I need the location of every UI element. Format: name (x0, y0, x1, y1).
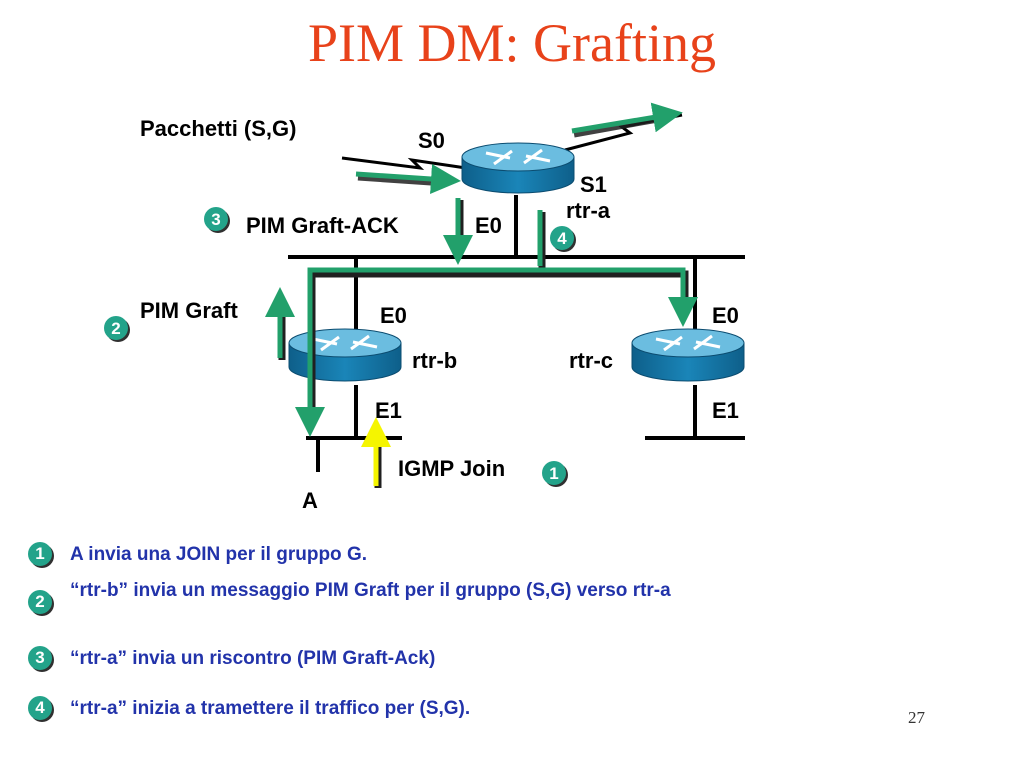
graft-ack-label: PIM Graft-ACK (246, 213, 399, 238)
router-arrows-icon (655, 334, 721, 352)
serial-link-s0 (341, 156, 467, 171)
badge-igmp-join: 1 (542, 461, 568, 487)
rtr-b-name: rtr-b (412, 348, 457, 373)
step-number-badge: 1 (28, 542, 52, 566)
router-arrows-icon (485, 148, 551, 166)
host-a-label: A (302, 488, 318, 513)
svg-text:3: 3 (211, 210, 220, 229)
packets-label: Pacchetti (S,G) (140, 116, 296, 141)
rtr-a-s0-label: S0 (418, 128, 445, 153)
router-arrows-icon (312, 334, 378, 352)
rtr-c-name: rtr-c (569, 348, 613, 373)
rtr-a-e0-label: E0 (475, 213, 502, 238)
svg-text:4: 4 (557, 229, 567, 248)
incoming-traffic-arrow (355, 164, 461, 194)
lower-lan-segment-right (645, 385, 745, 440)
badge-traffic: 4 (550, 226, 576, 252)
rtr-a-s1-label: S1 (580, 172, 607, 197)
badge-graft-ack: 3 (204, 207, 230, 233)
pim-graft-arrow (265, 287, 295, 360)
igmp-join-label: IGMP Join (398, 456, 505, 481)
rtr-c-e1-label: E1 (712, 398, 739, 423)
svg-text:2: 2 (111, 319, 120, 338)
traffic-forward-arrow (295, 210, 698, 437)
rtr-c-e0-label: E0 (712, 303, 739, 328)
rtr-a-name: rtr-a (566, 198, 611, 223)
graft-ack-arrow (443, 198, 473, 265)
pim-graft-label: PIM Graft (140, 298, 238, 323)
step-text: “rtr-b” invia un messaggio PIM Graft per… (70, 580, 671, 601)
slide-title: PIM DM: Grafting (308, 13, 716, 73)
step-number-badge: 3 (28, 646, 52, 670)
page-number: 27 (908, 708, 925, 727)
router-rtr-c (631, 328, 745, 382)
igmp-join-arrow (361, 417, 391, 488)
step-number-badge: 2 (28, 590, 52, 614)
svg-text:1: 1 (549, 464, 558, 483)
badge-pim-graft: 2 (104, 316, 130, 342)
step-text: “rtr-a” invia un riscontro (PIM Graft-Ac… (70, 648, 436, 669)
rtr-b-e0-label: E0 (380, 303, 407, 328)
outgoing-traffic-arrow (571, 102, 683, 134)
step-text: A invia una JOIN per il gruppo G. (70, 544, 367, 565)
router-rtr-b (288, 328, 402, 382)
router-rtr-a (461, 142, 575, 194)
step-text: “rtr-a” inizia a tramettere il traffico … (70, 698, 471, 719)
step-number-badge: 4 (28, 696, 52, 720)
rtr-b-e1-label: E1 (375, 398, 402, 423)
